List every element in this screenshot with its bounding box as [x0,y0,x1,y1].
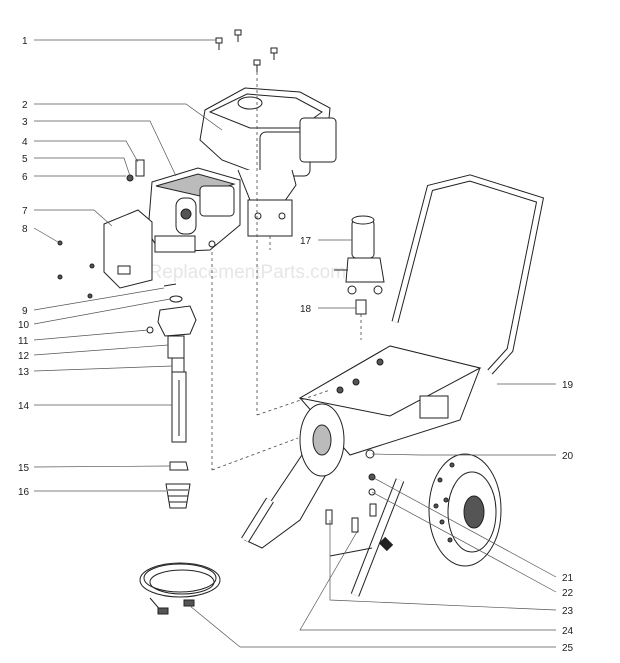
callout-15: 15 [18,463,30,474]
part-screws [215,29,278,90]
callout-4: 4 [22,137,28,148]
callout-2: 2 [22,100,28,111]
callout-12: 12 [18,351,30,362]
callout-17: 17 [300,236,312,247]
callout-16: 16 [18,487,30,498]
part-pressure-control [334,215,385,340]
callout-7: 7 [22,206,28,217]
leader-lines [33,39,557,648]
callout-9: 9 [22,306,28,317]
callout-25: 25 [562,643,574,654]
part-small-fasteners [57,159,145,299]
part-cover-plate [103,209,153,289]
assembly-line-right-2 [256,389,331,416]
part-pump-column [146,283,197,509]
callout-6: 6 [22,172,28,183]
callout-20: 20 [562,451,574,462]
callout-21: 21 [562,573,574,584]
callout-3: 3 [22,117,28,128]
watermark: eReplacementParts.com [138,262,346,283]
assembly-line-left-2 [211,437,299,471]
callout-13: 13 [18,367,30,378]
callout-24: 24 [562,626,574,637]
callout-22: 22 [562,588,574,599]
part-wheel-left [299,403,345,477]
part-engine [199,87,337,250]
callout-1: 1 [22,36,28,47]
callout-14: 14 [18,401,30,412]
part-gearbox-housing [147,167,241,253]
callout-18: 18 [300,304,312,315]
callout-19: 19 [562,380,574,391]
callout-numbers: 1 2 3 4 5 6 7 8 9 10 11 12 13 14 15 16 1… [18,36,574,654]
part-hose [139,562,221,615]
callout-8: 8 [22,224,28,235]
callout-11: 11 [18,336,29,347]
callout-23: 23 [562,606,574,617]
callout-5: 5 [22,154,28,165]
callout-10: 10 [18,320,30,331]
part-wheel-right [428,453,502,567]
